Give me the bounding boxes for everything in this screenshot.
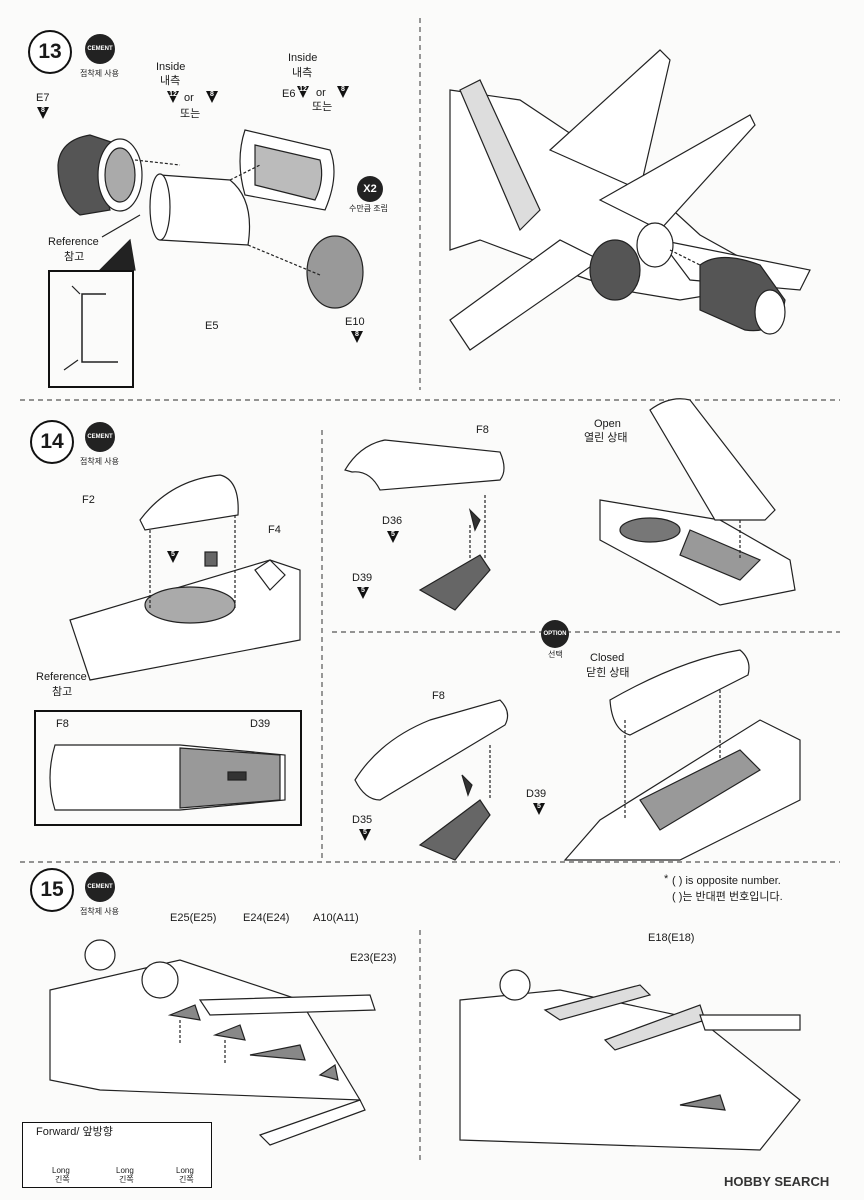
cement-icon: CEMENT (85, 422, 115, 452)
opposite-number-note: ( ) is opposite number. (672, 875, 781, 887)
part-e7-label: E7 (36, 92, 50, 104)
paint-badge-12: 12 (296, 85, 310, 99)
part-a10-label: A10(A11) (313, 912, 359, 924)
part-d36-label: D36 (382, 515, 403, 527)
part-f8-label: F8 (56, 718, 69, 730)
part-f2-label: F2 (82, 494, 95, 506)
reference-label: Reference (48, 236, 99, 248)
long-kr-label: 긴쪽 (55, 1175, 70, 1184)
x2-caption: 수만큼 조립 (349, 204, 389, 213)
part-f8-label: F8 (476, 424, 489, 436)
cement-icon: CEMENT (85, 872, 115, 902)
cement-icon: CEMENT (85, 34, 115, 64)
reference-box (48, 270, 134, 388)
open-kr-label: 열린 상태 (584, 432, 628, 444)
paint-badge-8: 8 (350, 330, 364, 344)
paint-badge-5: 5 (358, 828, 372, 842)
long-kr-label: 긴쪽 (119, 1175, 134, 1184)
cement-caption: 접착제 사용 (80, 69, 120, 78)
step-number-13: 13 (28, 30, 72, 74)
reference-detail-drawing (63, 285, 118, 371)
paint-badge-5: 5 (166, 550, 180, 564)
or-kr-label: 또는 (180, 108, 201, 120)
x2-assembly-icon: X2 (357, 176, 383, 202)
part-e18-label: E18(E18) (648, 932, 695, 944)
reference-kr-label: 참고 (64, 251, 85, 263)
or-label: or (184, 92, 194, 104)
step-number-14: 14 (30, 420, 74, 464)
paint-badge-5: 5 (532, 802, 546, 816)
part-d39-label: D39 (250, 718, 271, 730)
inside-kr-label-2: 내측 (292, 67, 313, 79)
forward-direction-box (22, 1122, 212, 1188)
part-f4-label: F4 (268, 524, 281, 536)
inside-kr-label: 내측 (160, 75, 181, 87)
part-e5-label: E5 (205, 320, 219, 332)
note-star: * (664, 873, 669, 885)
closed-kr-label: 닫힌 상태 (586, 667, 630, 679)
part-d39-label: D39 (526, 788, 547, 800)
reference-label: Reference (36, 671, 87, 683)
paint-badge-5: 5 (356, 586, 370, 600)
paint-badge-8: 8 (205, 90, 219, 104)
long-kr-label: 긴쪽 (179, 1175, 194, 1184)
part-e10-label: E10 (345, 316, 365, 328)
option-icon: OPTION (541, 620, 569, 648)
reference-box (34, 710, 302, 826)
part-e23-label: E23(E23) (350, 952, 397, 964)
inside-label-2: Inside (288, 52, 318, 64)
part-e25-label: E25(E25) (170, 912, 217, 924)
part-f8-label: F8 (432, 690, 445, 702)
part-e24-label: E24(E24) (243, 912, 290, 924)
closed-label: Closed (590, 652, 625, 664)
open-label: Open (594, 418, 621, 430)
part-e6-label: E6 (282, 88, 296, 100)
option-caption: 선택 (548, 650, 563, 659)
reference-kr-label: 참고 (52, 686, 73, 698)
or-label-2: or (316, 87, 326, 99)
forward-label: Forward/ 앞방향 (36, 1126, 113, 1138)
cement-caption: 접착제 사용 (80, 457, 120, 466)
long-label: Long (116, 1166, 134, 1175)
inside-label: Inside (156, 61, 186, 73)
opposite-number-note-kr: ( )는 반대편 번호입니다. (672, 891, 783, 903)
paint-badge-8: 8 (336, 85, 350, 99)
part-d39-label: D39 (352, 572, 373, 584)
long-label: Long (52, 1166, 70, 1175)
watermark-text: HOBBY SEARCH (724, 1174, 830, 1189)
paint-badge-5: 5 (386, 530, 400, 544)
or-kr-label-2: 또는 (312, 101, 333, 113)
long-label: Long (176, 1166, 194, 1175)
cement-caption: 접착제 사용 (80, 907, 120, 916)
part-d35-label: D35 (352, 814, 373, 826)
paint-badge-8: 8 (36, 106, 50, 120)
step-number-15: 15 (30, 868, 74, 912)
paint-badge-12: 12 (166, 90, 180, 104)
